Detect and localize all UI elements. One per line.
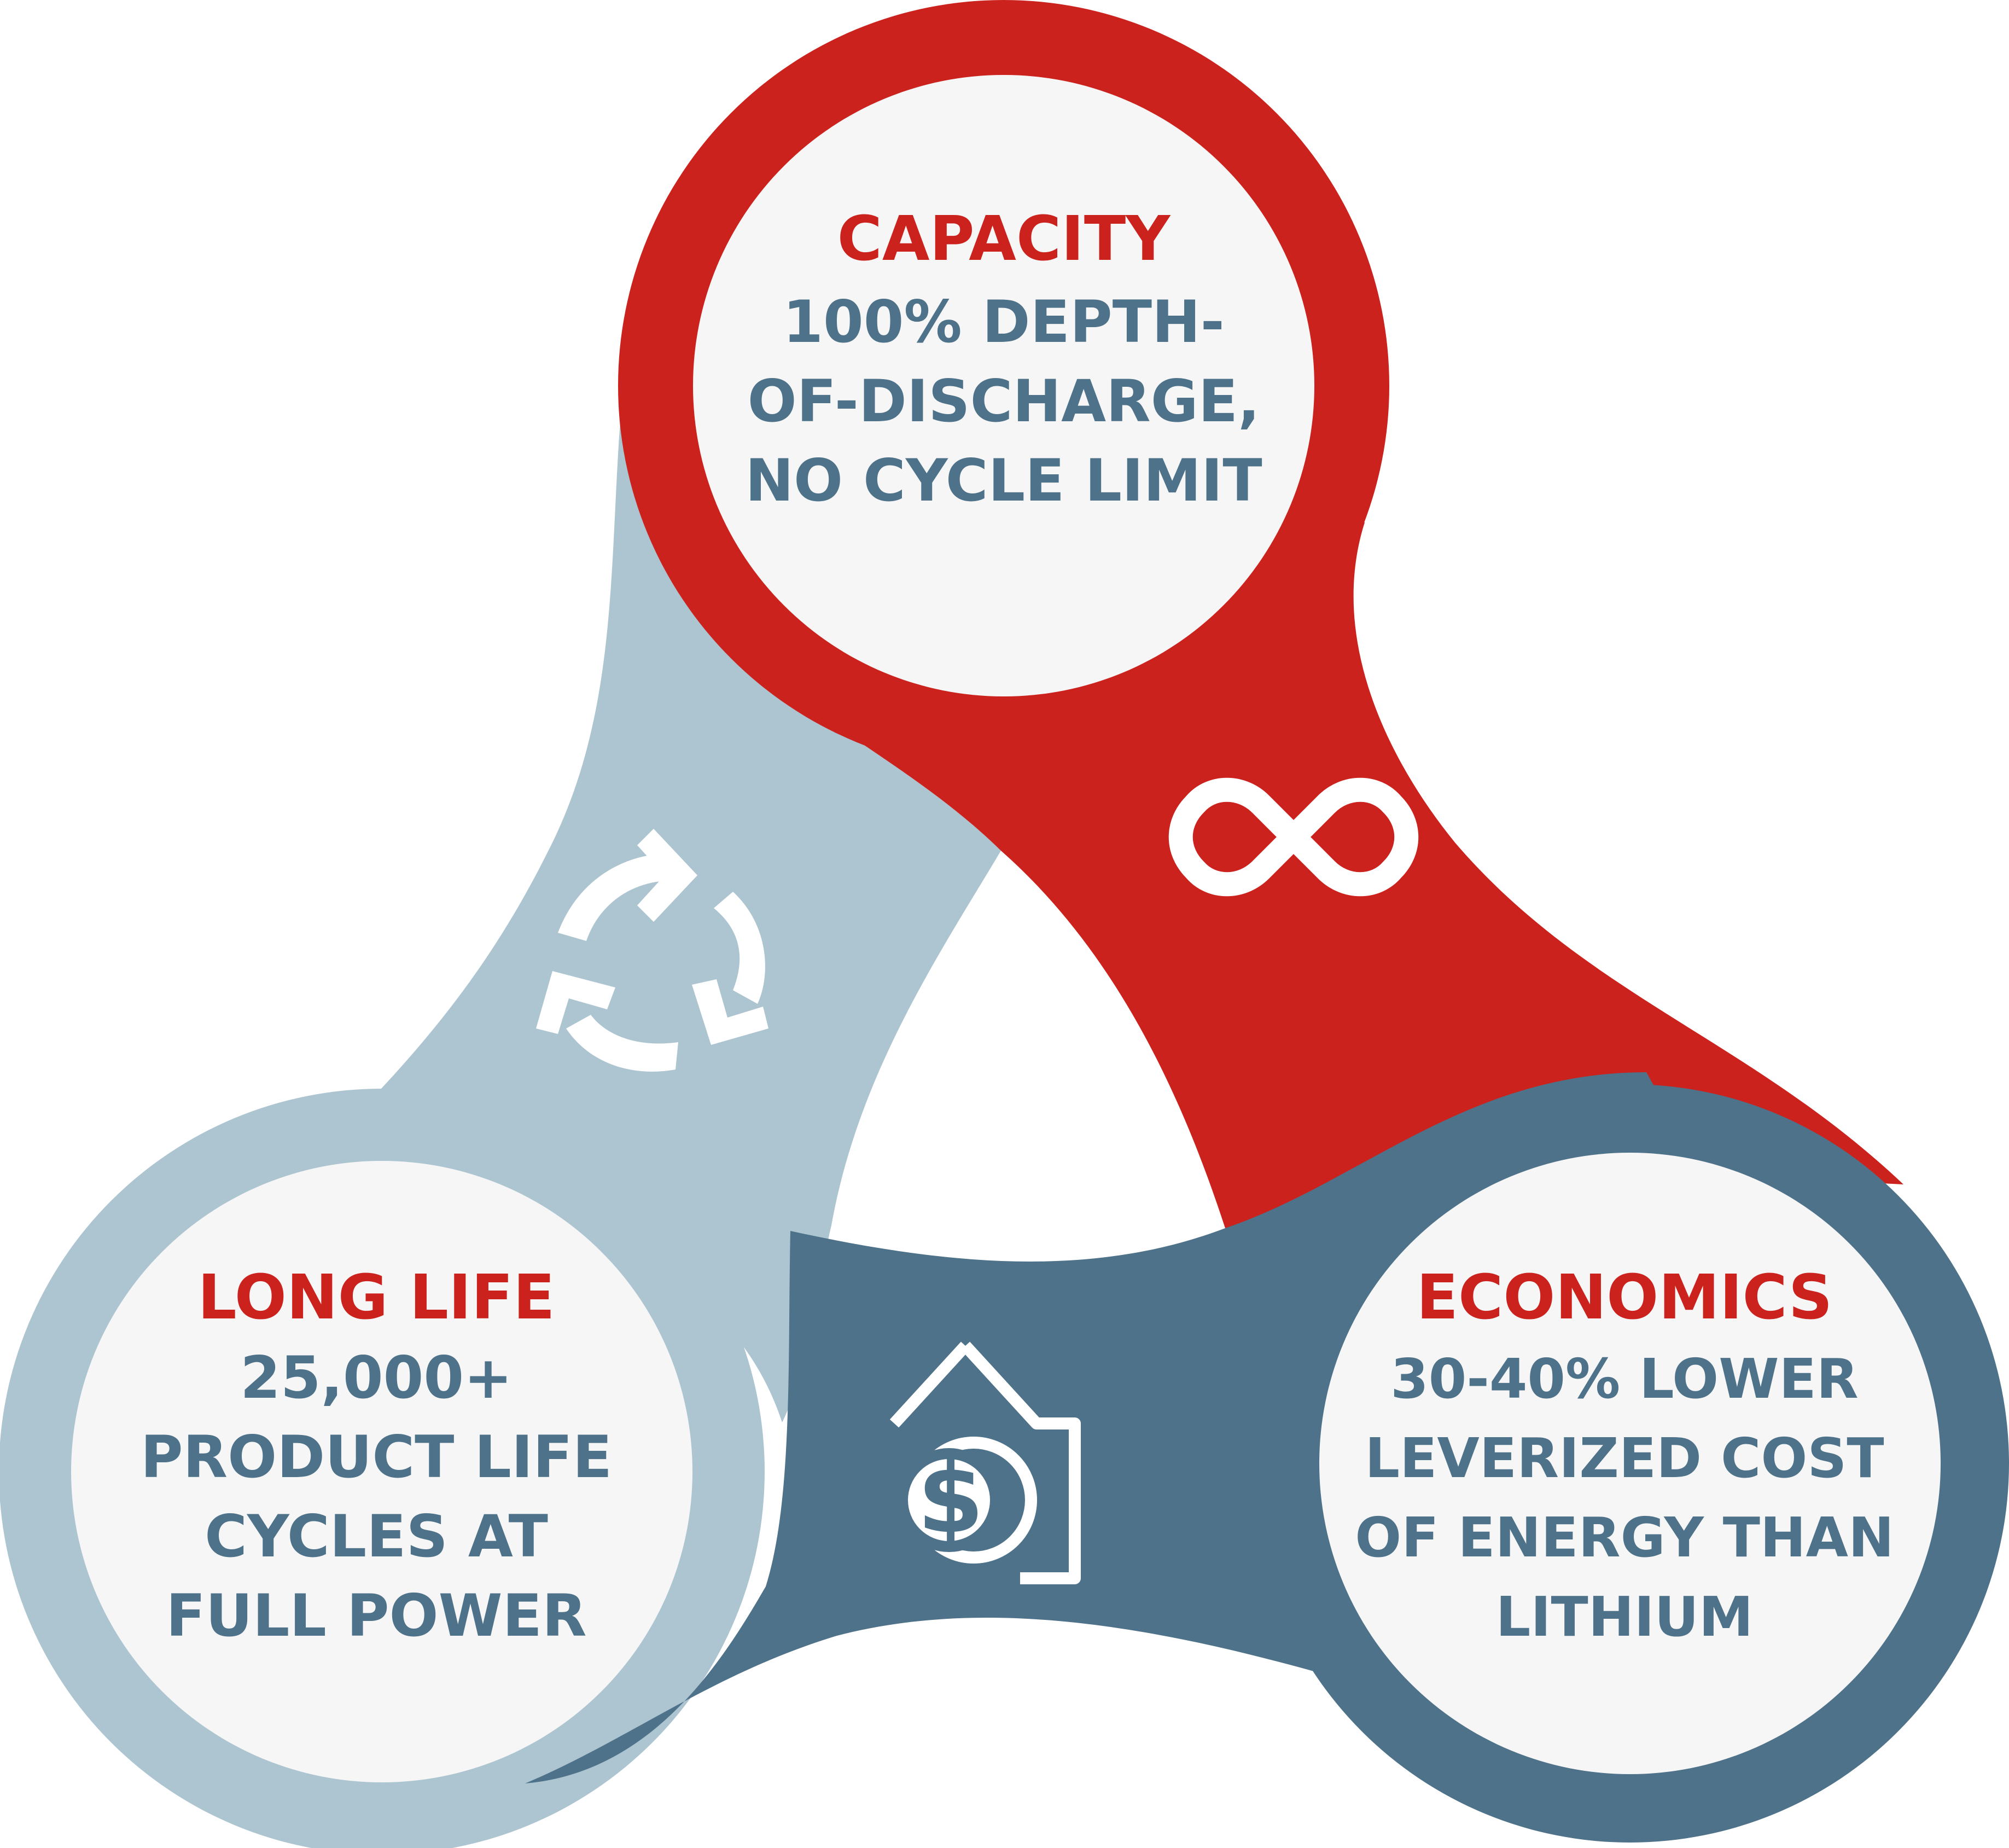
capacity-heading: CAPACITY <box>837 204 1172 275</box>
long-life-line-4: FULL POWER <box>166 1582 586 1649</box>
capacity-text: CAPACITY 100% DEPTH- OF-DISCHARGE, NO CY… <box>745 204 1262 514</box>
long-life-circle <box>71 1161 692 1782</box>
long-life-line-1: 25,000+ <box>240 1344 513 1411</box>
economics-text: ECONOMICS 30-40% LOWER LEVERIZED COST OF… <box>1355 1262 1894 1649</box>
long-life-line-2: PRODUCT LIFE <box>141 1423 612 1491</box>
capacity-line-1: 100% DEPTH- <box>783 288 1224 356</box>
dollar-coin-up-arrow-icon <box>889 1341 1081 1584</box>
recycle-arrows-icon <box>536 829 768 1072</box>
capacity-line-2: OF-DISCHARGE, <box>748 368 1260 435</box>
economics-line-1: 30-40% LOWER <box>1390 1347 1859 1411</box>
infinity-icon <box>1168 777 1419 897</box>
economics-circle <box>1319 1153 1941 1774</box>
economics-line-3: OF ENERGY THAN <box>1355 1506 1894 1570</box>
economics-line-4: LITHIUM <box>1496 1585 1754 1649</box>
long-life-heading: LONG LIFE <box>197 1262 555 1333</box>
capacity-line-3: NO CYCLE LIMIT <box>745 447 1262 514</box>
economics-line-2: LEVERIZED COST <box>1365 1426 1884 1490</box>
dollar-sign-glyph: $ <box>917 1444 984 1555</box>
long-life-line-3: CYCLES AT <box>205 1503 548 1570</box>
capacity-circle <box>693 75 1314 696</box>
economics-heading: ECONOMICS <box>1417 1262 1833 1333</box>
long-life-text: LONG LIFE 25,000+ PRODUCT LIFE CYCLES AT… <box>141 1262 612 1649</box>
